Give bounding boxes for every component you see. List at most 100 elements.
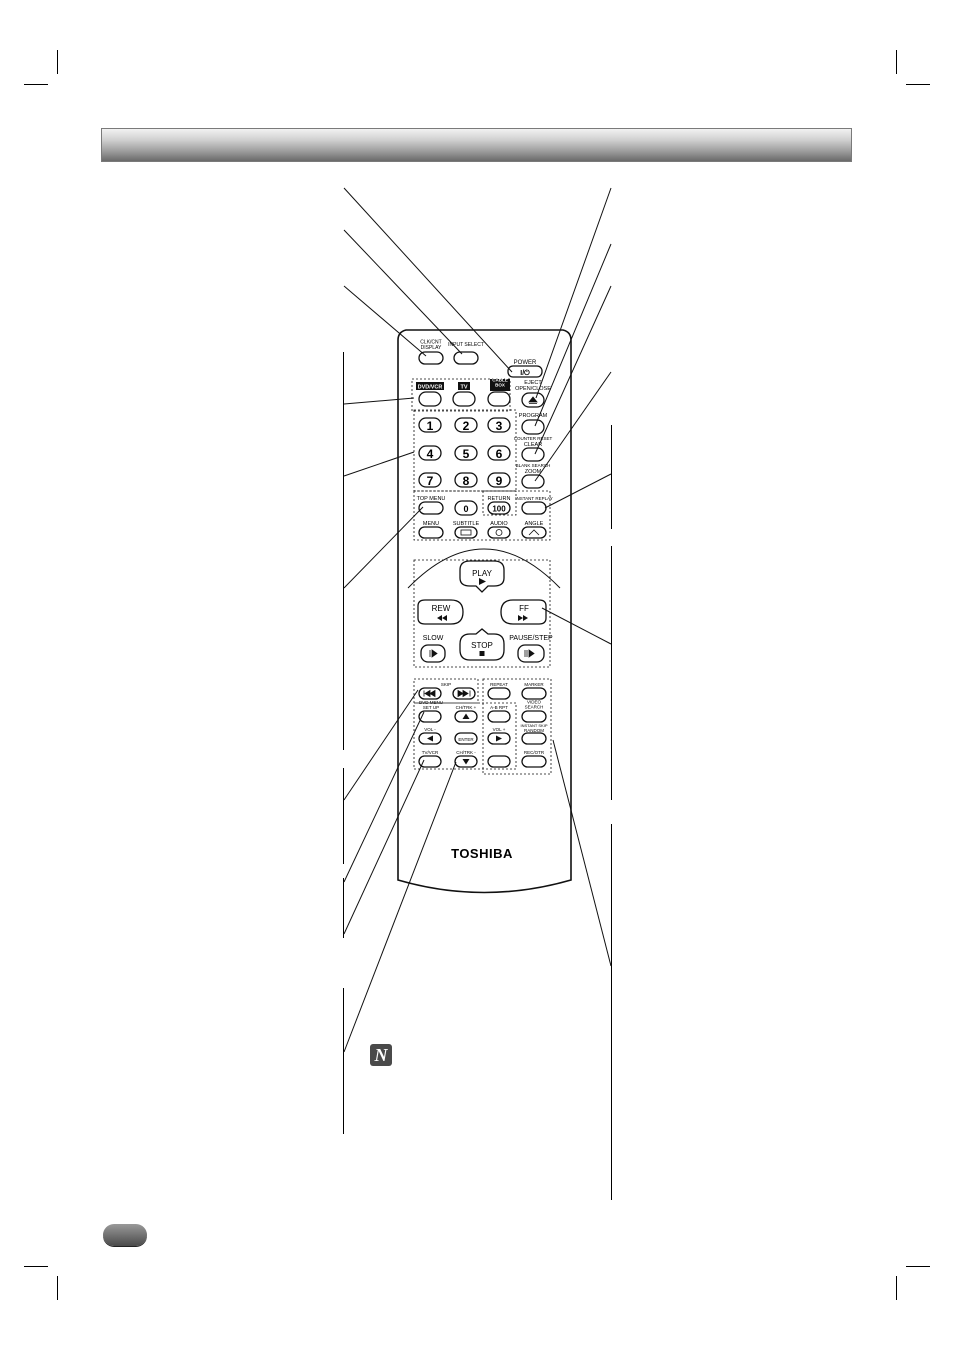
tv-vcr-button xyxy=(418,755,442,768)
key-2: 2 xyxy=(463,419,470,433)
leader-instant-replay xyxy=(544,473,612,509)
key-7: 7 xyxy=(427,474,434,488)
key-8: 8 xyxy=(463,474,470,488)
random-button xyxy=(521,732,547,745)
play-button xyxy=(459,560,505,593)
enter-button xyxy=(454,732,478,745)
slow-label: SLOW xyxy=(423,635,444,642)
input-select-button xyxy=(453,351,479,365)
subtitle-icon xyxy=(460,529,472,536)
leader-zoom xyxy=(534,371,612,482)
marker-button xyxy=(521,687,547,700)
top-menu-label: TOP MENU xyxy=(417,496,446,502)
ch-trk-up-label: CH/TRK + xyxy=(456,705,477,710)
transport-arc xyxy=(407,548,561,589)
instant-replay-label: INSTANT REPLAY xyxy=(515,496,553,501)
key-9: 9 xyxy=(496,474,503,488)
leader-clear xyxy=(534,285,612,455)
repeat-button xyxy=(487,687,511,700)
section-header-bar xyxy=(101,128,852,162)
crop-mark-bottom-right-h xyxy=(906,1266,930,1267)
left-column-rule-3 xyxy=(343,878,344,938)
play-icon xyxy=(479,578,486,585)
leader-number-pad xyxy=(343,451,415,477)
vol-minus-label: VOL - xyxy=(424,727,436,732)
key-0: 0 xyxy=(463,504,468,514)
leader-mode-buttons xyxy=(343,397,415,405)
leader-ch-down xyxy=(343,761,457,1053)
menu-button xyxy=(418,526,444,539)
key-6: 6 xyxy=(496,447,503,461)
note-icon: N xyxy=(370,1044,392,1066)
key-3: 3 xyxy=(496,419,503,433)
mode-group-border xyxy=(411,378,511,412)
vol-plus-label: VOL + xyxy=(493,727,506,732)
leader-power xyxy=(343,187,513,373)
crop-mark-bottom-left-h xyxy=(24,1266,48,1267)
crop-mark-top-left-v xyxy=(57,50,58,74)
crop-mark-top-right-v xyxy=(896,50,897,74)
counter-reset-label: COUNTER RESET xyxy=(514,436,553,441)
leader-lines xyxy=(343,187,612,1053)
power-label: POWER xyxy=(514,360,537,366)
angle-button xyxy=(521,526,547,539)
right-column-rule-3 xyxy=(611,824,612,1200)
play-label: PLAY xyxy=(472,569,493,578)
pause-step-label: PAUSE/STEP xyxy=(509,635,553,642)
marker-label: MARKER xyxy=(524,682,544,687)
audio-button xyxy=(487,526,511,539)
page-number-tab xyxy=(103,1224,147,1246)
vol-minus-icon xyxy=(427,735,433,742)
leader-dvd-functions xyxy=(552,739,612,967)
angle-icon xyxy=(528,529,540,536)
hundred-label: 100 xyxy=(492,505,506,514)
enter-label: ENTER xyxy=(458,737,474,742)
tv-label-box xyxy=(458,382,470,390)
set-up-label: SET UP xyxy=(423,705,439,710)
ff-label: FF xyxy=(519,604,529,613)
power-button xyxy=(507,365,543,378)
brand-logo: TOSHIBA xyxy=(451,846,513,861)
rec-otr-label: REC/OTR xyxy=(524,750,545,755)
dvd-vcr-label-box xyxy=(416,382,444,390)
blank-search-label: BLANK SEARCH xyxy=(516,463,551,468)
clear-label: CLEAR xyxy=(524,442,542,448)
ch-trk-down-label: CH/TRK - xyxy=(456,750,476,755)
leader-top-menu xyxy=(343,506,424,589)
audio-label: AUDIO xyxy=(490,521,508,527)
stop-icon xyxy=(479,651,485,656)
rec-otr-button xyxy=(521,755,547,768)
rew-icon xyxy=(437,615,447,621)
ch-down-icon xyxy=(462,759,470,765)
input-select-label: INPUT SELECT xyxy=(448,342,484,348)
crop-mark-bottom-right-v xyxy=(896,1276,897,1300)
key-1: 1 xyxy=(427,419,434,433)
dvd-vcr-label: DVD/VCR xyxy=(418,385,443,391)
leader-set-up xyxy=(343,711,425,883)
leader-ff xyxy=(541,607,612,645)
power-symbol: I/⏻ xyxy=(520,369,530,377)
zoom-button xyxy=(521,474,545,489)
open-close-label: OPEN/CLOSE xyxy=(515,386,551,392)
rew-label: REW xyxy=(432,604,451,613)
dvd-function-group-border xyxy=(482,678,552,775)
crop-mark-top-left-h xyxy=(24,84,48,85)
instant-replay-button xyxy=(521,501,547,515)
menu-label: MENU xyxy=(423,521,439,527)
skip-label: SKIP xyxy=(441,682,451,687)
hundred-button xyxy=(487,501,511,515)
rew-button xyxy=(417,599,464,625)
leader-skip xyxy=(343,689,419,801)
unlabeled-dvd-button xyxy=(487,755,511,768)
cable-box-button xyxy=(487,391,511,407)
random-label: RANDOM xyxy=(524,728,544,733)
crop-mark-bottom-left-v xyxy=(57,1276,58,1300)
clear-button xyxy=(521,447,545,462)
number-pad-border xyxy=(413,409,517,492)
audio-icon xyxy=(495,529,503,536)
ch-up-icon xyxy=(462,713,470,719)
ff-button xyxy=(500,599,547,625)
right-column-rule-1 xyxy=(611,425,612,529)
cable-box-label-box xyxy=(490,379,510,391)
